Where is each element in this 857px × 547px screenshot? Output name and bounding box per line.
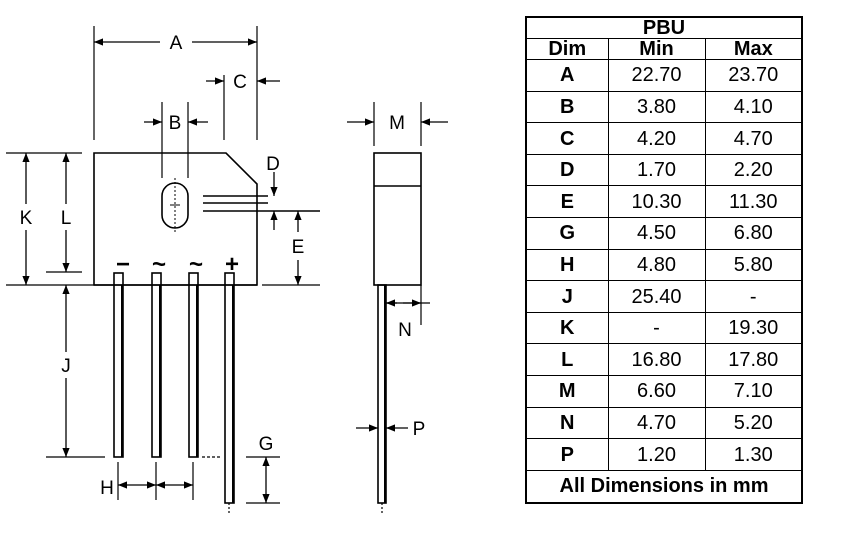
label-c: C (233, 72, 247, 93)
row-dim: K (525, 311, 609, 345)
row-min: 25.40 (607, 280, 706, 313)
row-min: 4.70 (607, 406, 706, 440)
label-h: H (100, 478, 114, 499)
row-min: 16.80 (607, 343, 706, 377)
row-min: 1.70 (607, 153, 706, 187)
row-max: 2.20 (704, 153, 803, 187)
row-dim: E (525, 185, 609, 219)
side-body (373, 152, 422, 286)
label-e: E (292, 237, 305, 258)
row-min: - (607, 311, 706, 345)
row-dim: P (525, 438, 609, 471)
label-p: P (413, 419, 426, 440)
row-dim: M (525, 375, 609, 408)
label-k: K (20, 208, 33, 229)
label-g: G (259, 434, 274, 455)
header-min: Min (607, 38, 706, 60)
label-d: D (266, 154, 280, 175)
row-min: 4.50 (607, 217, 706, 250)
row-dim: C (525, 122, 609, 155)
row-min: 4.20 (607, 122, 706, 155)
row-dim: J (525, 280, 609, 313)
row-min: 4.80 (607, 248, 706, 282)
row-dim: N (525, 406, 609, 440)
pin-symbol-minus: − (116, 251, 130, 278)
label-j: J (61, 356, 71, 377)
pin-symbol-plus: + (225, 251, 239, 278)
row-max: 6.80 (704, 217, 803, 250)
table-footer: All Dimensions in mm (525, 469, 803, 504)
pin-symbol-ac-1: ~ (152, 251, 166, 278)
label-n: N (398, 320, 412, 341)
table-title: PBU (525, 16, 803, 39)
row-dim: L (525, 343, 609, 377)
row-min: 22.70 (607, 59, 706, 92)
label-l: L (61, 208, 72, 229)
header-max: Max (704, 38, 803, 60)
row-min: 3.80 (607, 90, 706, 124)
row-max: 7.10 (704, 375, 803, 408)
row-min: 1.20 (607, 438, 706, 471)
row-dim: A (525, 59, 609, 92)
row-dim: D (525, 153, 609, 187)
row-dim: H (525, 248, 609, 282)
label-a: A (170, 33, 183, 54)
row-max: 17.80 (704, 343, 803, 377)
header-dim: Dim (525, 38, 609, 60)
package-body-outline (93, 152, 258, 286)
table-row: K-19.30 (525, 311, 803, 345)
package-drawing: A C B D K L E J G H M N P − ~ ~ + (6, 26, 448, 515)
row-max: 4.70 (704, 122, 803, 155)
row-max: 19.30 (704, 311, 803, 345)
label-b: B (169, 113, 182, 134)
row-max: - (704, 280, 803, 313)
label-m: M (389, 113, 405, 134)
row-max: 23.70 (704, 59, 803, 92)
row-max: 1.30 (704, 438, 803, 471)
row-min: 6.60 (607, 375, 706, 408)
row-dim: G (525, 217, 609, 250)
row-max: 4.10 (704, 90, 803, 124)
row-min: 10.30 (607, 185, 706, 219)
row-max: 5.20 (704, 406, 803, 440)
row-max: 5.80 (704, 248, 803, 282)
pin-symbol-ac-2: ~ (189, 251, 203, 278)
row-max: 11.30 (704, 185, 803, 219)
row-dim: B (525, 90, 609, 124)
